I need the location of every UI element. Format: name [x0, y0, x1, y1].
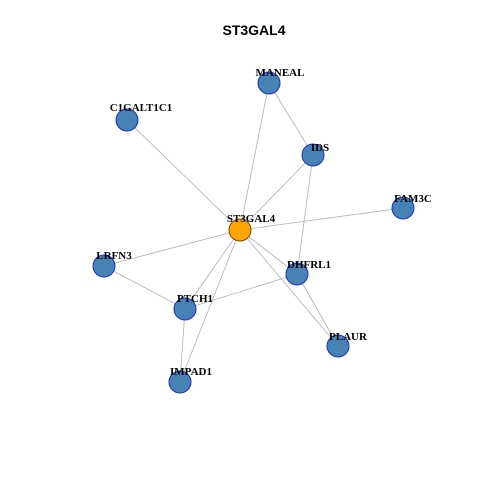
node-label-ptch1: PTCH1 — [177, 293, 213, 305]
edge-st3gal4-fam3c — [239, 207, 404, 231]
node-lrfn3 — [92, 254, 116, 278]
node-label-impad1: IMPAD1 — [170, 366, 212, 378]
edge-lrfn3-ptch1 — [103, 265, 186, 310]
node-ptch1 — [173, 297, 197, 321]
node-label-c1galt1c1: C1GALT1C1 — [110, 102, 173, 114]
node-label-st3gal4: ST3GAL4 — [227, 213, 276, 225]
edge-st3gal4-ptch1 — [184, 229, 241, 310]
edge-st3gal4-maneal — [239, 82, 270, 231]
edge-dhfrl1-plaur — [296, 273, 339, 347]
edge-st3gal4-plaur — [239, 229, 339, 347]
node-label-ids: IDS — [311, 142, 329, 154]
node-fam3c — [391, 196, 415, 220]
edge-st3gal4-impad1 — [179, 229, 241, 383]
node-impad1 — [168, 370, 192, 394]
node-layer — [92, 71, 415, 394]
node-label-fam3c: FAM3C — [394, 193, 432, 205]
node-ids — [301, 143, 325, 167]
edge-ids-dhfrl1 — [296, 154, 314, 275]
edge-st3gal4-lrfn3 — [103, 229, 241, 267]
edge-ptch1-dhfrl1 — [184, 273, 298, 310]
node-plaur — [326, 334, 350, 358]
edge-st3gal4-ids — [239, 154, 314, 231]
edge-ptch1-impad1 — [179, 308, 186, 383]
edge-layer — [103, 82, 404, 383]
graph-title: ST3GAL4 — [222, 22, 285, 38]
node-st3gal4 — [228, 218, 252, 242]
node-c1galt1c1 — [115, 108, 139, 132]
node-label-maneal: MANEAL — [256, 67, 305, 79]
node-label-lrfn3: LRFN3 — [96, 250, 132, 262]
node-maneal — [257, 71, 281, 95]
edge-maneal-ids — [268, 82, 314, 156]
node-dhfrl1 — [285, 262, 309, 286]
node-label-dhfrl1: DHFRL1 — [287, 259, 331, 271]
edge-st3gal4-c1galt1c1 — [126, 119, 241, 231]
node-label-plaur: PLAUR — [329, 331, 368, 343]
edge-st3gal4-dhfrl1 — [239, 229, 298, 275]
